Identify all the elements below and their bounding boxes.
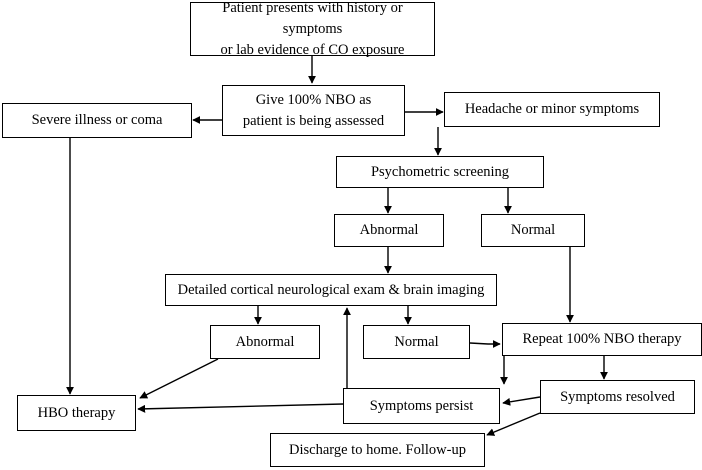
discharge-node: Discharge to home. Follow-up	[270, 433, 485, 467]
hbo-therapy-node: HBO therapy	[17, 395, 136, 431]
symptoms-resolved-node: Symptoms resolved	[540, 380, 695, 414]
cortical-exam-node: Detailed cortical neurological exam & br…	[165, 274, 497, 306]
arrow-abnormal-to-hbo	[139, 358, 219, 399]
headache-node: Headache or minor symptoms	[444, 92, 660, 127]
arrow-normal-to-repeat	[469, 340, 501, 348]
psychometric-node: Psychometric screening	[336, 156, 544, 188]
abnormal-exam-node: Abnormal	[210, 325, 320, 359]
arrow-resolved-to-persist	[502, 396, 541, 406]
abnormal-screening-node: Abnormal	[334, 214, 444, 247]
normal-exam-node: Normal	[363, 325, 470, 359]
normal-screening-node: Normal	[481, 214, 585, 247]
arrow-resolved-to-discharge	[486, 412, 541, 436]
symptoms-persist-node: Symptoms persist	[343, 388, 500, 424]
arrow-persist-to-hbo	[137, 403, 344, 413]
co-exposure-node: Patient presents with history or symptom…	[190, 0, 435, 58]
severe-illness-node: Severe illness or coma	[2, 103, 192, 138]
repeat-nbo-node: Repeat 100% NBO therapy	[502, 323, 702, 356]
give-nbo-node: Give 100% NBO as patient is being assess…	[222, 85, 405, 136]
